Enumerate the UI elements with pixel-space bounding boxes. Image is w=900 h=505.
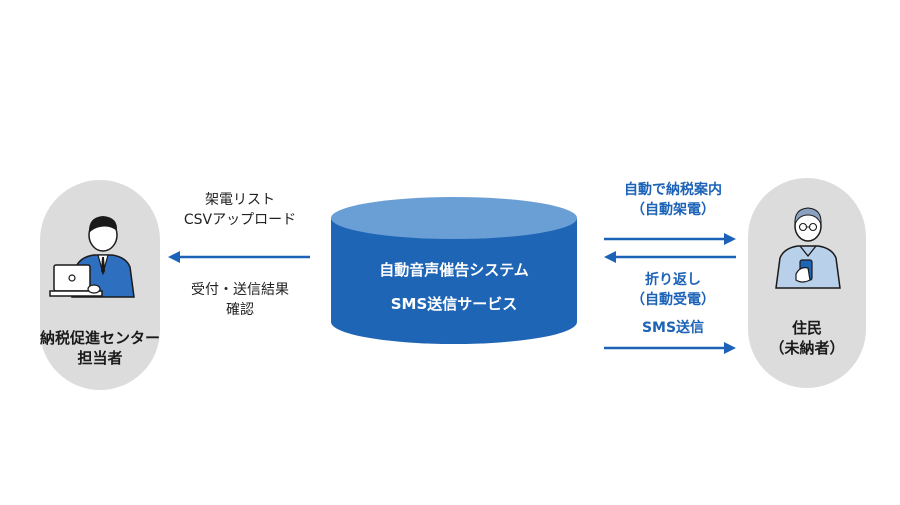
upload-label: 架電リスト CSVアップロード (175, 190, 305, 230)
callback-label: 折り返し （自動受電） (598, 270, 748, 310)
staff-label: 納税促進センター 担当者 (20, 328, 180, 368)
resident-label-line2: （未納者） (769, 339, 845, 357)
sms-label: SMS送信 (641, 320, 705, 336)
arrow-to-resident-sms (604, 342, 736, 354)
service-name: SMS送信サービス (390, 295, 518, 313)
result-label-line1: 受付・送信結果 (191, 282, 289, 298)
arrow-from-resident-callback (604, 251, 736, 263)
auto-call-line1: 自動で納税案内 (624, 182, 722, 198)
database-cylinder-icon (331, 197, 577, 344)
staff-label-line2: 担当者 (77, 349, 123, 367)
resident-label-line1: 住民 (791, 319, 822, 337)
staff-label-line1: 納税促進センター (39, 329, 160, 347)
upload-label-line2: CSVアップロード (183, 212, 297, 228)
arrow-to-staff (168, 251, 310, 263)
auto-call-line2: （自動架電） (631, 202, 715, 218)
system-name: 自動音声催告システム (379, 261, 529, 279)
callback-line1: 折り返し (645, 272, 701, 288)
resident-with-phone-icon (775, 207, 841, 289)
callback-line2: （自動受電） (631, 292, 715, 308)
resident-label: 住民 （未納者） (748, 318, 866, 358)
upload-label-line1: 架電リスト (205, 192, 275, 208)
auto-call-label: 自動で納税案内 （自動架電） (598, 180, 748, 220)
result-label: 受付・送信結果 確認 (175, 280, 305, 320)
result-label-line2: 確認 (226, 302, 254, 318)
staff-at-laptop-icon (49, 216, 135, 298)
arrow-to-resident-call (604, 233, 736, 245)
